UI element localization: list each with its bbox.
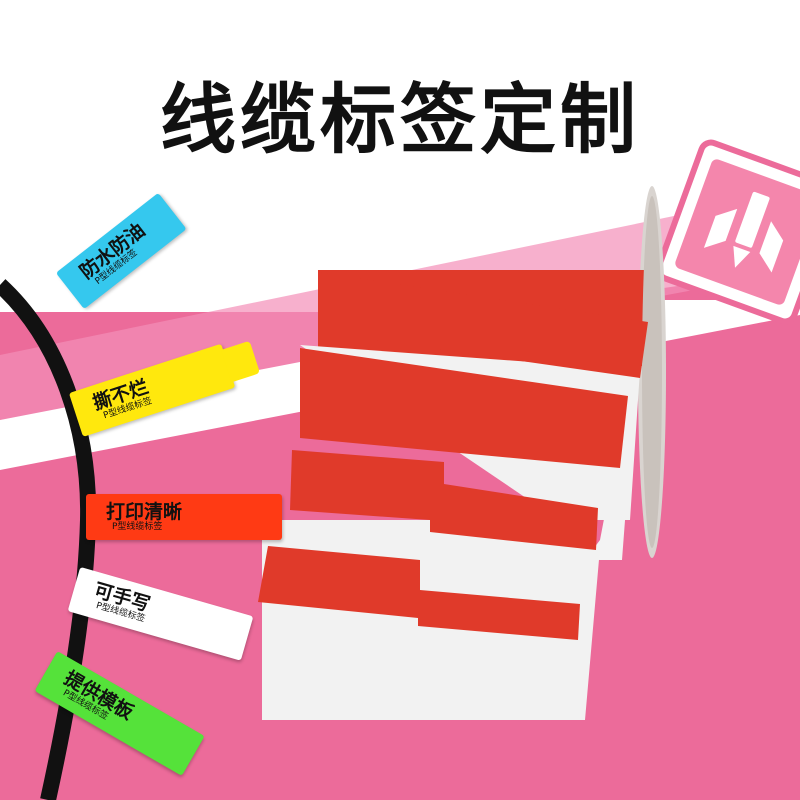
roll-side bbox=[642, 196, 662, 548]
red-label-4 bbox=[258, 546, 580, 640]
tag-clear-print: 打印清晰 P型线缆标签 bbox=[86, 494, 282, 540]
red-label-3 bbox=[290, 450, 598, 550]
tag-sub-label: P型线缆标签 bbox=[112, 521, 163, 532]
tag-main-label: 打印清晰 bbox=[106, 500, 183, 523]
pencil-badge bbox=[655, 139, 800, 325]
red-label-2 bbox=[300, 348, 628, 468]
headline: 线缆标签定制 bbox=[160, 75, 640, 164]
red-label-1 bbox=[318, 272, 648, 378]
pencil-edit-icon bbox=[703, 191, 784, 273]
label-roll bbox=[258, 186, 666, 720]
